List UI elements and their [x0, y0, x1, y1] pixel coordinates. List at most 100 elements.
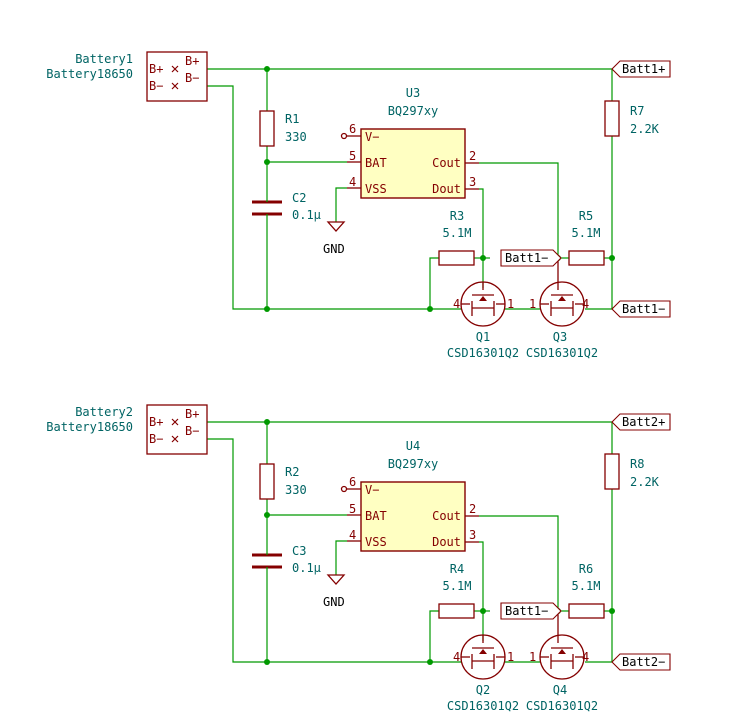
mosfet-left-2: 4 1 Q2 CSD16301Q2 — [447, 634, 519, 713]
battery-pin-plus: B+ — [149, 62, 163, 76]
r-pull-value: 2.2K — [630, 122, 660, 136]
protection-channel-2: Battery2 Battery18650 B+ B− B+ B− R2 330… — [46, 404, 671, 713]
ic-pin-4-num: 4 — [349, 528, 356, 542]
mosfet-left-1: 4 1 Q1 CSD16301Q2 — [447, 281, 519, 360]
ic-pin-5-num: 5 — [349, 149, 356, 163]
ic-pin-vss: VSS — [365, 182, 387, 196]
net-labels-1: Batt1+ Batt1− Batt1− — [500, 60, 671, 318]
r-pull-value: 2.2K — [630, 475, 660, 489]
ic-pin-cout: Cout — [432, 156, 461, 170]
ic-bq297xy-1: U3 BQ297xy 6 5 4 2 3 V− BAT VSS Cout Dou… — [340, 86, 479, 199]
resistor-r-top-2: R2 330 — [259, 463, 307, 500]
ic-ref: U4 — [406, 439, 420, 453]
mosfet-right-1: 1 4 Q3 CSD16301Q2 — [526, 258, 598, 360]
junctions-2 — [264, 419, 615, 665]
q-left-ref: Q2 — [476, 683, 490, 697]
battery-pin-plus: B+ — [149, 415, 163, 429]
battery-pin-minus: B− — [149, 432, 163, 446]
resistor-r-top-1: R1 330 — [259, 110, 307, 147]
gnd-label: GND — [323, 242, 345, 256]
battery-pin-plus-name: B+ — [185, 407, 199, 421]
battery-pin-plus-name: B+ — [185, 54, 199, 68]
resistor-gate2-1: R5 5.1M — [568, 209, 605, 266]
ic-pin-6-num: 6 — [349, 122, 356, 136]
q-right-value: CSD16301Q2 — [526, 346, 598, 360]
label-minus: Batt2− — [622, 655, 665, 669]
ic-pin-3-num: 3 — [469, 528, 476, 542]
battery-value: Battery18650 — [46, 67, 133, 81]
ic-value: BQ297xy — [388, 457, 439, 471]
battery-pin-minus-name: B− — [185, 424, 199, 438]
r-gate-value: 5.1M — [443, 579, 472, 593]
r-pull-ref: R8 — [630, 457, 644, 471]
q-right-pin-l: 1 — [529, 650, 536, 664]
mosfet-right-2: 1 4 Q4 CSD16301Q2 — [526, 611, 598, 713]
ic-pin-cout: Cout — [432, 509, 461, 523]
resistor-pull-2: R8 2.2K — [604, 453, 660, 490]
q-right-ref: Q4 — [553, 683, 567, 697]
q-left-pin-l: 4 — [453, 650, 460, 664]
q-left-value: CSD16301Q2 — [447, 699, 519, 713]
r-top-ref: R1 — [285, 112, 299, 126]
ic-pin-2-num: 2 — [469, 502, 476, 516]
label-local: Batt1− — [505, 604, 548, 618]
q-left-ref: Q1 — [476, 330, 490, 344]
cap-ref: C3 — [292, 544, 306, 558]
r-gate-value: 5.1M — [443, 226, 472, 240]
net-labels-2: Batt2+ Batt2− Batt1− — [500, 413, 671, 671]
r-gate2-ref: R5 — [579, 209, 593, 223]
r-top-ref: R2 — [285, 465, 299, 479]
r-pull-ref: R7 — [630, 104, 644, 118]
label-plus: Batt2+ — [622, 415, 665, 429]
resistor-gate-2: R4 5.1M — [438, 562, 475, 619]
ic-pin-6-num: 6 — [349, 475, 356, 489]
ic-pin-5-num: 5 — [349, 502, 356, 516]
battery-value: Battery18650 — [46, 420, 133, 434]
ground-symbol-2: GND — [323, 574, 346, 609]
ic-pin-vss: VSS — [365, 535, 387, 549]
label-plus: Batt1+ — [622, 62, 665, 76]
r-top-value: 330 — [285, 130, 307, 144]
ic-pin-2-num: 2 — [469, 149, 476, 163]
r-gate-ref: R4 — [450, 562, 464, 576]
ic-pin-vminus: V− — [365, 130, 379, 144]
ic-pin-4-num: 4 — [349, 175, 356, 189]
battery-pin-minus: B− — [149, 79, 163, 93]
ic-pin-dout: Dout — [432, 535, 461, 549]
ic-bq297xy-2: U4 BQ297xy 6 5 4 2 3 V− BAT VSS Cout Dou… — [340, 439, 479, 552]
ic-pin-dout: Dout — [432, 182, 461, 196]
battery-connector-1: Battery1 Battery18650 B+ B− B+ B− — [46, 51, 208, 102]
r-gate2-value: 5.1M — [572, 579, 601, 593]
q-left-pin-r: 1 — [507, 297, 514, 311]
gnd-label: GND — [323, 595, 345, 609]
ic-pin-3-num: 3 — [469, 175, 476, 189]
ground-symbol-1: GND — [323, 221, 346, 256]
ic-pin-vminus: V− — [365, 483, 379, 497]
label-minus: Batt1− — [622, 302, 665, 316]
battery-pin-minus-name: B− — [185, 71, 199, 85]
wires-2 — [207, 421, 613, 663]
q-left-pin-r: 1 — [507, 650, 514, 664]
q-right-value: CSD16301Q2 — [526, 699, 598, 713]
ic-value: BQ297xy — [388, 104, 439, 118]
cap-value: 0.1µ — [292, 208, 321, 222]
ic-pin-bat: BAT — [365, 156, 387, 170]
q-right-pin-r: 4 — [582, 297, 589, 311]
battery-connector-2: Battery2 Battery18650 B+ B− B+ B− — [46, 404, 208, 455]
cap-ref: C2 — [292, 191, 306, 205]
capacitor-2: C3 0.1µ — [252, 544, 321, 582]
resistor-gate-1: R3 5.1M — [438, 209, 475, 266]
battery-ref: Battery2 — [75, 405, 133, 419]
r-gate-ref: R3 — [450, 209, 464, 223]
resistor-pull-1: R7 2.2K — [604, 100, 660, 137]
q-right-pin-l: 1 — [529, 297, 536, 311]
r-gate2-ref: R6 — [579, 562, 593, 576]
protection-channel-1: Battery1 Battery18650 B+ B− B+ B− R1 330… — [46, 51, 671, 360]
wires-1 — [207, 68, 613, 310]
battery-ref: Battery1 — [75, 52, 133, 66]
ic-pin-bat: BAT — [365, 509, 387, 523]
r-gate2-value: 5.1M — [572, 226, 601, 240]
ic-ref: U3 — [406, 86, 420, 100]
q-left-pin-l: 4 — [453, 297, 460, 311]
